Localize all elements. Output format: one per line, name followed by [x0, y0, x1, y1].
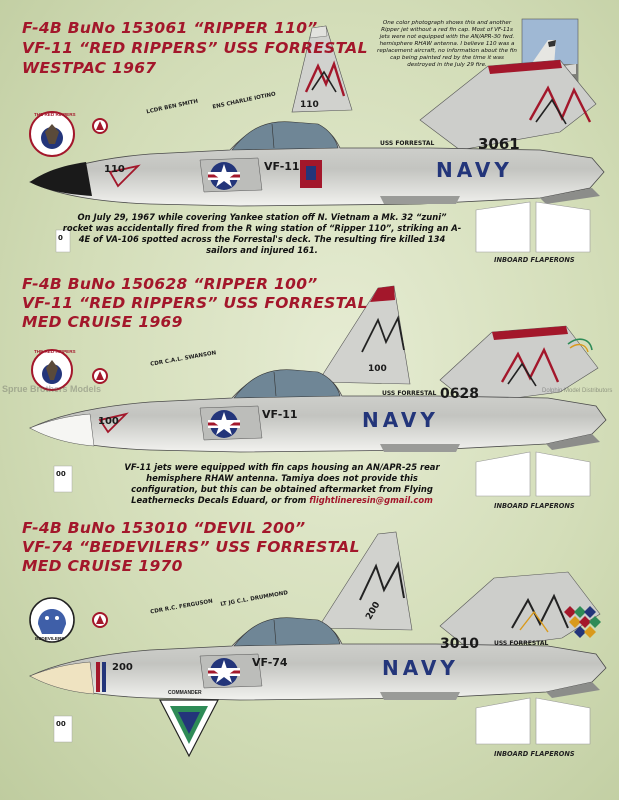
section-3-flaperons-label: INBOARD FLAPERONS [494, 750, 575, 758]
ripper-emblem-2-icon [92, 368, 108, 384]
section-2-squadron-code: VF-11 [262, 408, 298, 421]
commander-badge-text: COMMANDER [168, 690, 202, 696]
section-2-bureau-digits: 0628 [440, 386, 479, 402]
commander-badge-icon [159, 699, 219, 758]
red-rippers-patch-2-icon [31, 349, 73, 391]
bedevilers-patch-text: BEDEVILERS [35, 636, 65, 641]
section-2-modex: 100 [98, 416, 119, 427]
ripper-emblem-icon [92, 118, 108, 134]
section-2-caption: VF-11 jets were equipped with fin caps h… [118, 462, 446, 506]
red-rippers-patch-text: THE RED RIPPERS [34, 112, 76, 117]
section-2-small-modex: 00 [56, 470, 66, 478]
section-3-squadron-code: VF-74 [252, 656, 288, 669]
section-3-bureau-digits: 3010 [440, 636, 479, 652]
stencil-block-1 [55, 229, 71, 253]
section-3-title-line3: MED CRUISE 1970 [22, 557, 183, 575]
red-rippers-patch-2-text: THE RED RIPPERS [34, 349, 76, 354]
section-2-navy: NAVY [362, 408, 439, 432]
section-3-title-line2: VF-74 “BEDEVILERS” USS FORRESTAL [22, 538, 360, 556]
section-1-title-line2: VF-11 “RED RIPPERS” USS FORRESTAL [22, 39, 368, 57]
section-1-squadron-code: VF-11 [264, 160, 300, 173]
section-2-caption-body: VF-11 jets were equipped with fin caps h… [124, 462, 440, 505]
photo-caption: One color photograph shows this and anot… [377, 20, 517, 68]
section-2-ship-name: USS FORRESTAL [382, 390, 437, 397]
section-1-title-line1: F-4B BuNo 153061 “RIPPER 110” [22, 19, 318, 37]
diamond-tail-stripe-icon [564, 606, 601, 638]
section-2-caption-tail: Eduard, or from [231, 495, 310, 505]
aircraft-side-view-ripper-100 [29, 285, 607, 453]
section-2-title-line2: VF-11 “RED RIPPERS” USS FORRESTAL [22, 294, 368, 312]
ripper-emblem-3-icon [92, 612, 108, 628]
section-1-navy: NAVY [436, 158, 513, 182]
flaperon-panels-1 [475, 201, 591, 253]
flaperon-panels-2 [475, 451, 591, 497]
section-1-caption: On July 29, 1967 while covering Yankee s… [62, 212, 462, 255]
watermark-right: Dolphin Model Distributors [542, 388, 613, 394]
section-1-flaperons-label: INBOARD FLAPERONS [494, 256, 575, 264]
stencil-block-3 [53, 715, 73, 743]
red-rippers-patch-icon [29, 111, 75, 157]
flaperon-panels-3 [475, 697, 591, 745]
section-2-title-line1: F-4B BuNo 150628 “RIPPER 100” [22, 275, 318, 293]
section-3-ship-name: USS FORRESTAL [494, 640, 549, 647]
section-1-modex: 110 [104, 164, 125, 175]
aircraft-side-view-devil-200 [29, 531, 607, 701]
section-1-ship-name: USS FORRESTAL [380, 140, 435, 147]
watermark-left: Sprue Brothers Models [2, 384, 102, 394]
section-1-fin-modex: 110 [300, 100, 319, 110]
section-3-modex: 200 [112, 662, 133, 673]
section-3-title-line1: F-4B BuNo 153010 “DEVIL 200” [22, 519, 306, 537]
contact-email-link[interactable]: flightlineresin@gmail.com [309, 495, 433, 505]
bedevilers-patch-icon [29, 597, 75, 643]
section-1-small-modex: 0 [58, 234, 63, 242]
section-2-fin-modex: 100 [368, 364, 387, 374]
section-2-title-line3: MED CRUISE 1969 [22, 313, 183, 331]
section-2-flaperons-label: INBOARD FLAPERONS [494, 502, 575, 510]
stencil-block-2 [53, 465, 73, 493]
aircraft-side-view-ripper-110 [29, 25, 605, 207]
section-1-bureau-digits: 3061 [478, 135, 520, 153]
section-3-small-modex: 00 [56, 720, 66, 728]
section-3-navy: NAVY [382, 656, 459, 680]
section-1-title-line3: WESTPAC 1967 [22, 59, 157, 77]
